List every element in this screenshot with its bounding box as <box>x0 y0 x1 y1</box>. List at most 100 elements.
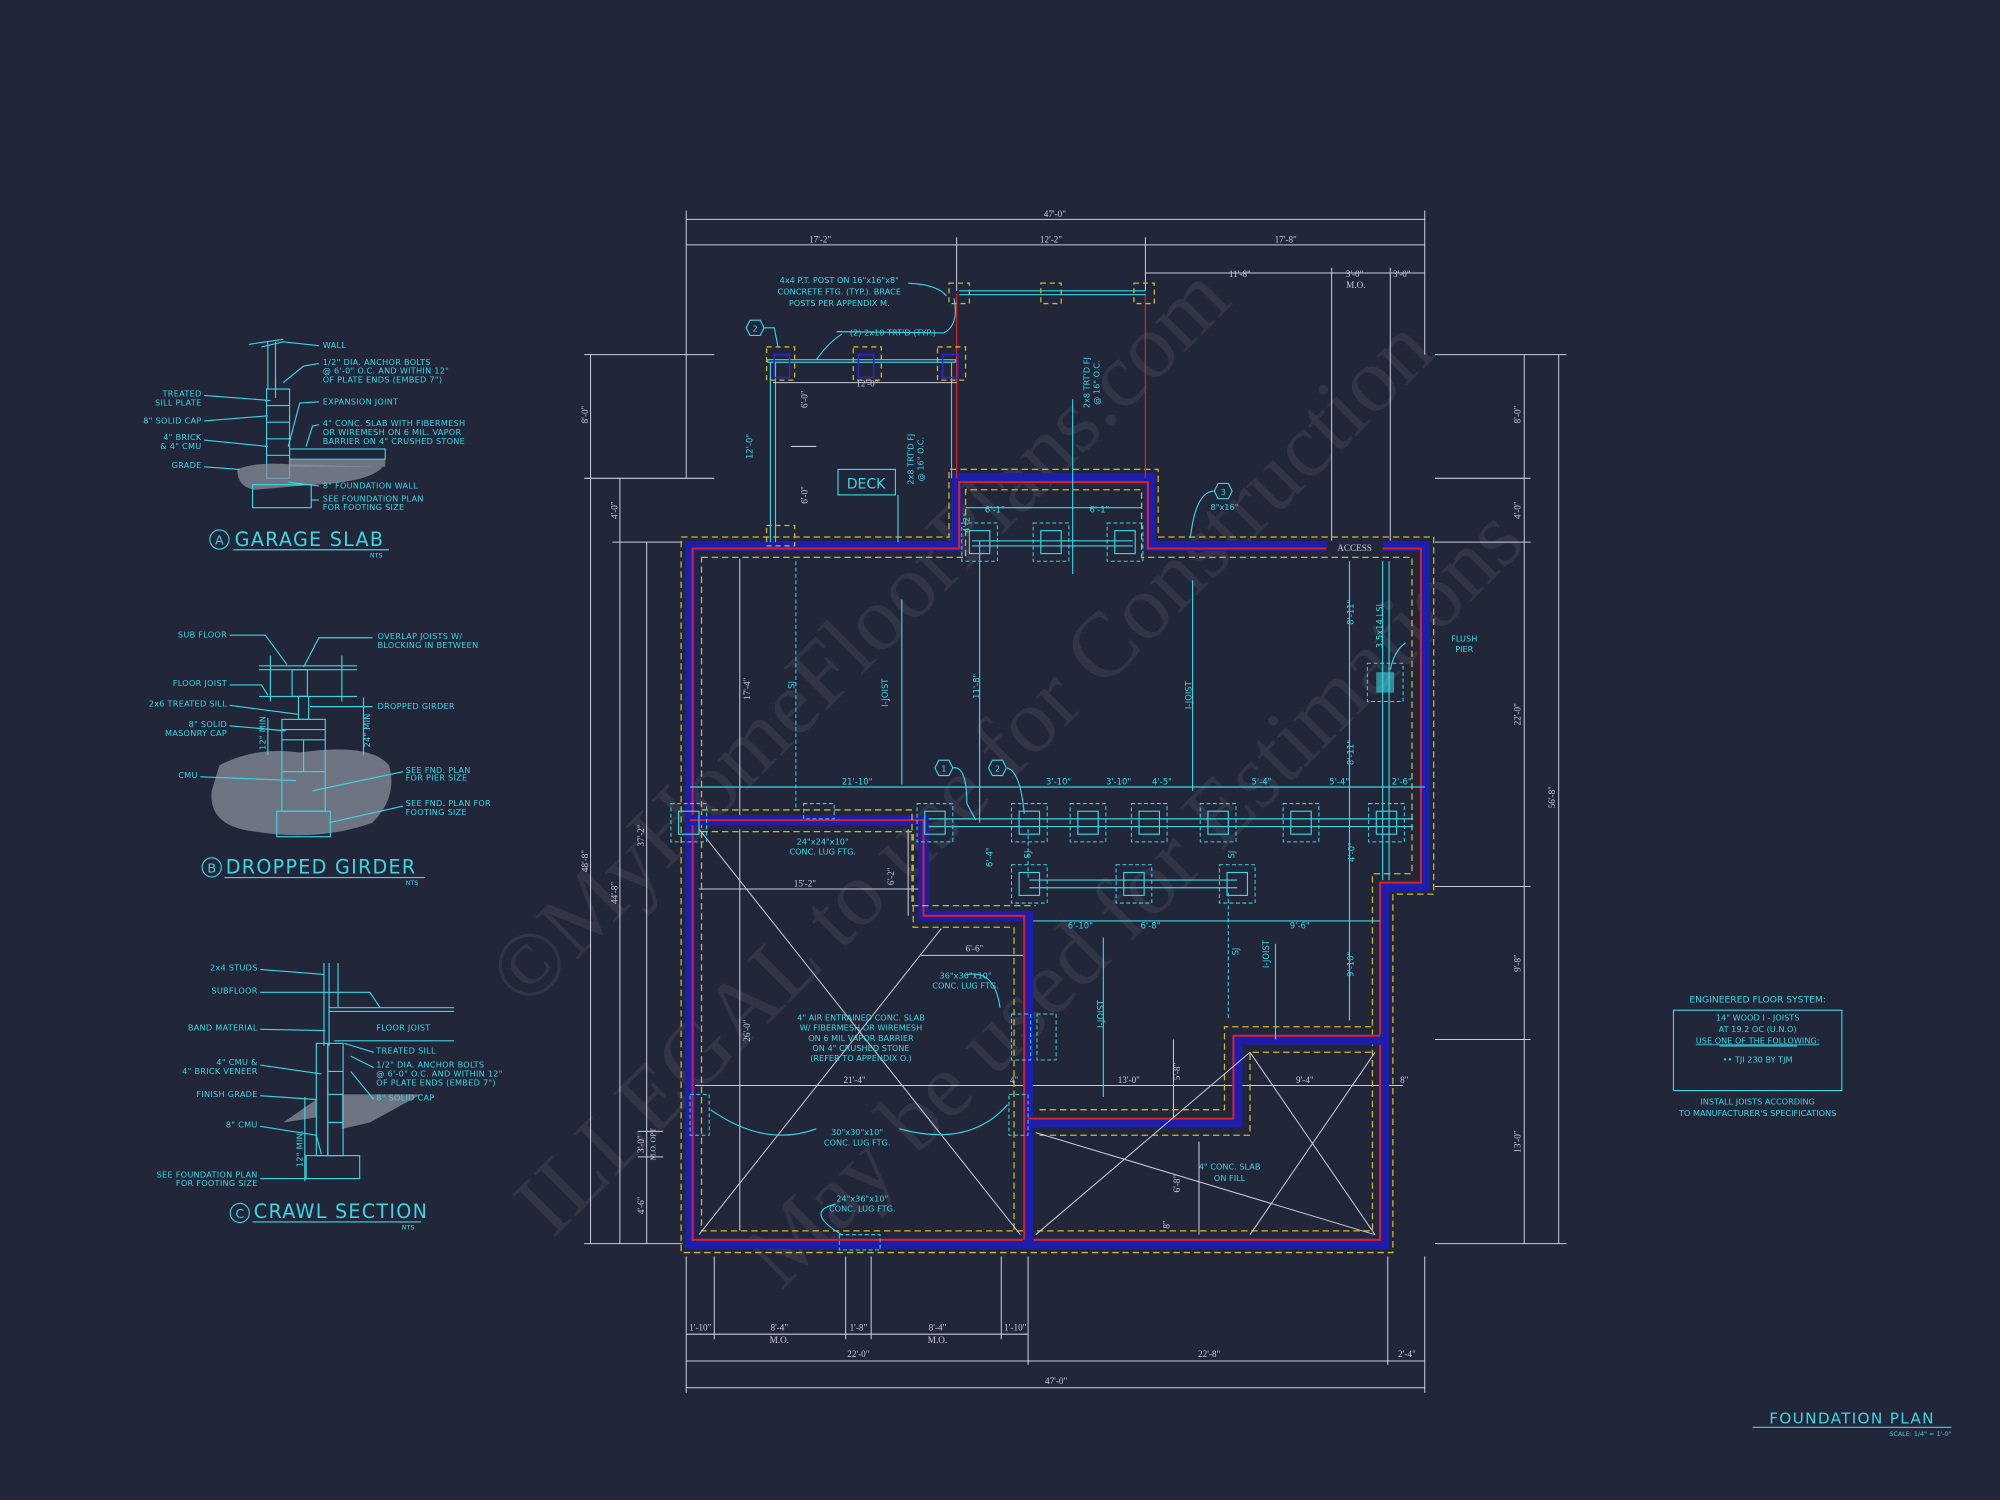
label-anchor-bolts: OF PLATE ENDS (EMBED 7") <box>376 1077 496 1087</box>
label-floor-joist: FLOOR JOIST <box>376 1023 430 1033</box>
drawing-scale: SCALE: 1/4" = 1'-0" <box>1889 1430 1951 1438</box>
label-cap: MASONRY CAP <box>165 728 227 738</box>
drawing-text: 4" <box>1010 1075 1019 1085</box>
drawing-text: 21'-10" <box>842 776 873 786</box>
drawing-text: 6'-4" <box>984 847 994 867</box>
pier-footing <box>1368 803 1405 843</box>
label-anchor-bolts: OF PLATE ENDS (EMBED 7") <box>323 375 443 385</box>
label-brick: & 4" CMU <box>160 441 201 451</box>
drawing-text: PIER <box>1455 644 1473 654</box>
drawing-text: CONC. LUG FTG. <box>789 847 856 857</box>
callout-3: 3 <box>1221 487 1226 497</box>
drawing-text: 2'-6" <box>1392 776 1412 786</box>
foundation-walls <box>680 293 1435 1254</box>
deck-post-footings <box>765 282 1155 547</box>
plan-dimensions-text: 47'-0" 17'-2" 12'-2" 17'-8" 11'-8" 3'-0"… <box>580 209 1557 1386</box>
label-cmu-brick: 4" CMU & <box>216 1057 258 1067</box>
drawing-text: 17'-8" <box>1275 234 1297 244</box>
deck-depth-dim: 12'-0" <box>745 434 755 459</box>
drawing-text: USE ONE OF THE FOLLOWING: <box>1696 1035 1820 1045</box>
drawing-text: 6'-8" <box>1141 921 1161 931</box>
deck-joist-note: 2x8 TRT'D FJ <box>905 434 915 485</box>
label-footing: SEE FOUNDATION PLAN <box>323 493 424 503</box>
pier <box>1290 810 1312 835</box>
label-footing: SEE FOUNDATION PLAN <box>157 1169 258 1179</box>
drawing-text: 44'-8" <box>609 882 619 904</box>
drawing-title: FOUNDATION PLAN <box>1769 1409 1935 1427</box>
label-12-min: 12" MIN <box>257 716 267 750</box>
drawing-text: I-JOIST <box>1261 939 1271 968</box>
detail-dropped-girder: SUB FLOOR OVERLAP JOISTS W/ BLOCKING IN … <box>149 630 491 887</box>
drawing-text: (REFER TO APPENDIX O.) <box>810 1053 912 1063</box>
drawing-text: 3'-0" <box>1346 269 1364 279</box>
floor-system-note: ENGINEERED FLOOR SYSTEM: 14" WOOD I - JO… <box>1672 995 1843 1118</box>
deck-post-note: 4x4 P.T. POST ON 16"x16"x8" <box>780 275 899 285</box>
detail-marker: B <box>207 861 216 876</box>
detail-marker: A <box>215 534 224 549</box>
drawing-text: I-JOIST <box>1095 999 1105 1028</box>
detail-scale-note: NTS <box>406 879 419 887</box>
pier-footing <box>1010 803 1048 843</box>
label-pier: SEE FND. PLAN <box>406 765 471 775</box>
drawing-text: ON 6 MIL VAPOR BARRIER <box>808 1033 914 1043</box>
drawing-text: SJ <box>787 681 797 689</box>
drawing-text: 48'-8" <box>580 850 590 872</box>
detail-title: DROPPED GIRDER <box>226 856 417 879</box>
deck-joist-note: @ 16" O.C. <box>1091 360 1101 404</box>
drawing-text: 3'-0" <box>1393 269 1411 279</box>
drawing-text: 8'-4" <box>771 1322 789 1332</box>
pier <box>1375 810 1398 835</box>
crawl-section-drawing <box>283 963 455 1182</box>
deck-width: 12'-0" <box>856 378 878 388</box>
drawing-text: 14" WOOD I - JOISTS <box>1716 1012 1800 1022</box>
label-slab: 4" CONC. SLAB WITH FIBERMESH <box>323 418 466 428</box>
drawing-text: 9'-6" <box>1290 921 1310 931</box>
pier <box>1018 871 1041 896</box>
label-slab: BARRIER ON 4" CRUSHED STONE <box>323 436 465 446</box>
pier <box>1123 871 1145 896</box>
label-anchor-bolts: 1/2" DIA. ANCHOR BOLTS <box>376 1060 484 1070</box>
drawing-text: 4'-0" <box>1347 842 1357 862</box>
pier-footing <box>670 803 708 843</box>
deck-beam-note: (2) 2x10 TRT'D (TYP.) <box>850 327 936 337</box>
deck-label-box <box>837 468 896 496</box>
drawing-text: 9'-10" <box>1345 952 1355 977</box>
pier <box>924 810 946 835</box>
drawing-text: 6'-1" <box>1090 505 1110 515</box>
drawing-text: CONC. LUG FTG. <box>932 981 999 991</box>
drawing-text: I-JOIST <box>1183 680 1193 709</box>
drawing-text: 1'-10" <box>689 1322 711 1332</box>
callout-2: 2 <box>995 764 1000 774</box>
drawing-text: 3'-10" <box>1106 776 1131 786</box>
drawing-text: M.O. OPT <box>649 1128 658 1161</box>
label-band: BAND MATERIAL <box>188 1023 258 1033</box>
flush-pier <box>1376 672 1395 693</box>
pier <box>1207 810 1229 835</box>
label-footing: FOOTING SIZE <box>406 807 467 817</box>
label-grade: GRADE <box>172 460 202 470</box>
pier-footing <box>1199 803 1237 843</box>
drawing-text: 8'-4" <box>929 1322 947 1332</box>
pier <box>1040 530 1062 555</box>
drawing-text: 9'-4" <box>1296 1075 1314 1085</box>
drawing-text: 22'-0" <box>1512 703 1522 725</box>
detail-marker: C <box>235 1207 244 1222</box>
deck-post-note: CONCRETE FTG. (TYP.). BRACE <box>778 287 901 297</box>
pier-footing <box>916 803 954 843</box>
pier-footing <box>1115 864 1153 904</box>
label-8-cmu: 8" CMU <box>226 1120 258 1130</box>
drawing-text: 3'-0" <box>636 1135 646 1153</box>
drawing-text: W/ FIBERMESH OR WIREMESH <box>800 1023 922 1033</box>
deck-half-dim: 6'-0" <box>799 390 809 408</box>
label-wall: WALL <box>323 340 347 350</box>
drawing-text: 37'-2" <box>636 824 646 846</box>
drawing-text: 22'-8" <box>1198 1349 1220 1359</box>
drawing-text: M.O. <box>928 1335 947 1345</box>
garage-slab-drawing <box>237 338 386 509</box>
label-anchor-bolts: 1/2" DIA. ANCHOR BOLTS <box>323 357 431 367</box>
label-24-min: 24" MIN <box>362 713 372 747</box>
pier <box>1018 810 1041 835</box>
drawing-text: SJ <box>1231 948 1241 956</box>
label-anchor-bolts: @ 6'-0" O.C. AND WITHIN 12" <box>376 1069 502 1079</box>
